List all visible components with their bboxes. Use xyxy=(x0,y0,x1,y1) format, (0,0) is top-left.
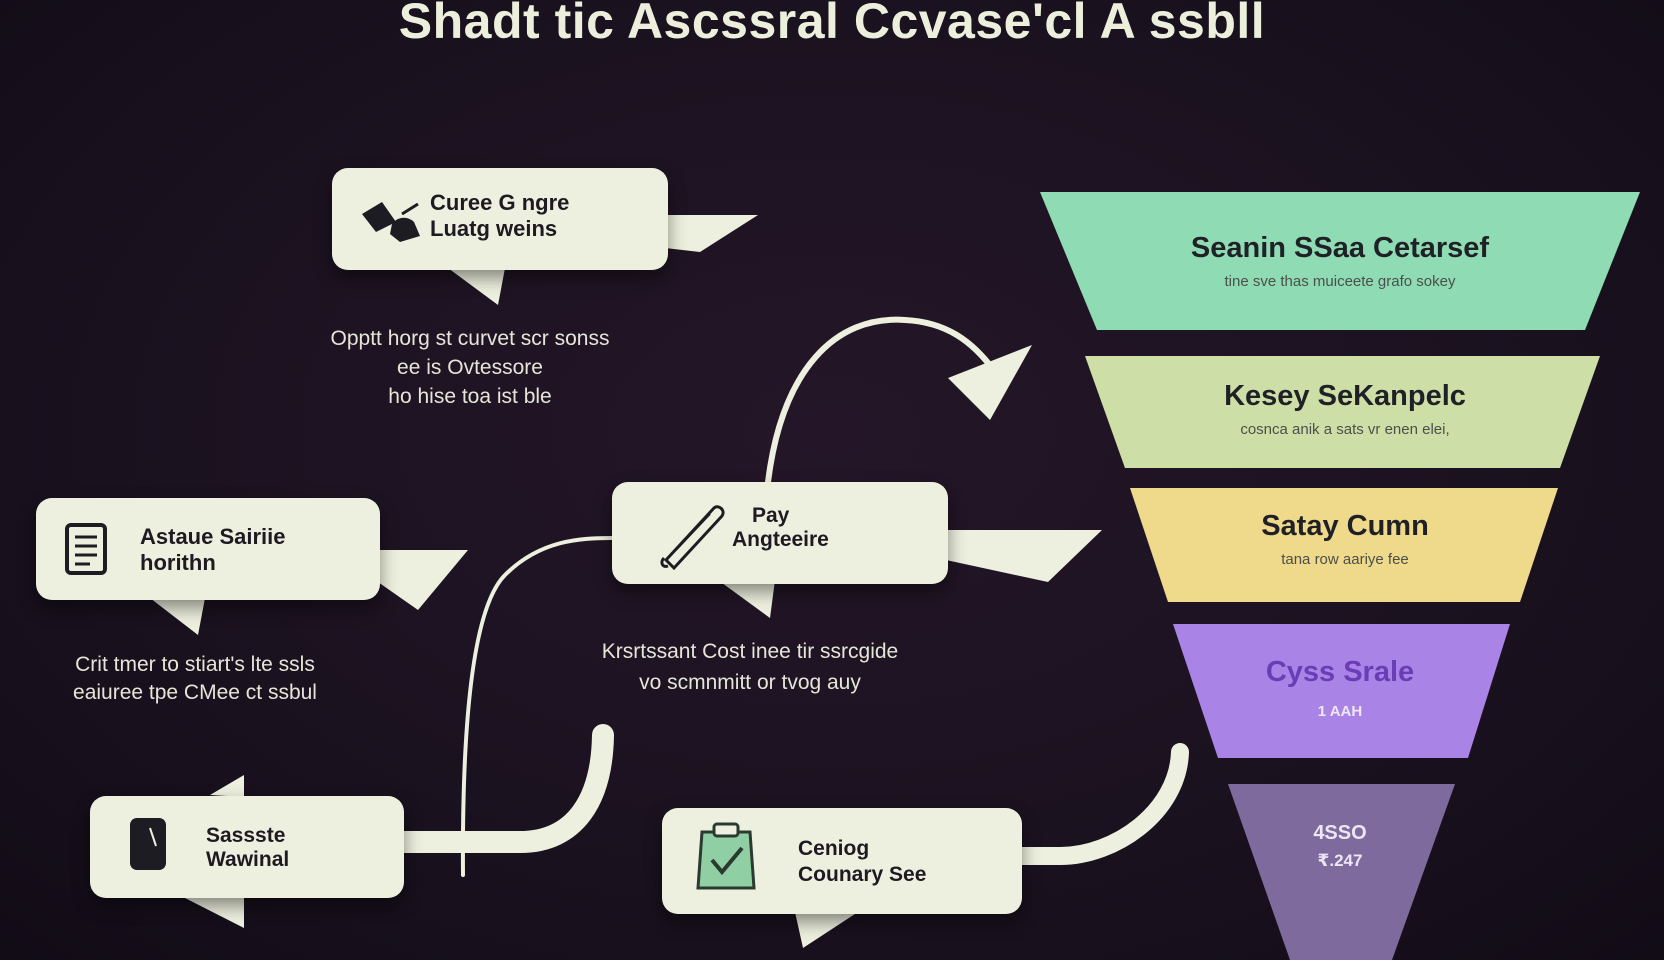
connector-line xyxy=(460,536,614,877)
funnel-layer-5: 4SSO ₹.247 xyxy=(1313,822,1367,870)
card-top[interactable]: Curee G ngre Luatg weins xyxy=(332,168,668,270)
card-bottom-left[interactable]: Sassste Wawinal xyxy=(90,796,404,898)
card-bottom-middle[interactable]: Ceniog Counary See xyxy=(662,808,1022,914)
card-tail xyxy=(795,912,858,948)
funnel-layer-2: Kesey SeKanpelc cosnca anik a sats vr en… xyxy=(1224,380,1466,438)
callout-arrow xyxy=(665,215,758,252)
funnel-layer-5-shape xyxy=(1228,784,1455,960)
clipboard-check-icon xyxy=(696,822,756,890)
card-left[interactable]: Astaue Sairiie horithn xyxy=(36,498,380,600)
callout-arrow xyxy=(946,530,1102,582)
card-label: Curee G ngre Luatg weins xyxy=(430,190,570,241)
funnel-layer-3-shape xyxy=(1130,488,1558,602)
card-tail xyxy=(448,268,505,305)
smartphone-icon xyxy=(130,818,166,870)
page-title: Shadt tic Ascssral Ccvase'cl A ssbll xyxy=(398,0,1266,49)
card-tail xyxy=(718,580,775,618)
card-tail xyxy=(150,598,205,635)
document-icon xyxy=(65,523,107,575)
card-middle[interactable]: Pay Angteeire xyxy=(612,482,948,584)
funnel-layer-3: Satay Cumn tana row aariye fee xyxy=(1261,510,1429,568)
funnel-layer-1: Seanin SSaa Cetarsef tine sve thas muice… xyxy=(1190,232,1490,290)
caption-top: Opptt horg st curvet scr sonss ee is Ovt… xyxy=(330,327,610,408)
card-tail xyxy=(210,775,244,797)
funnel-layer-2-shape xyxy=(1085,356,1600,468)
callout-arrow xyxy=(378,550,468,610)
caption-middle: Krsrtssant Cost inee tir ssrcgide vo scm… xyxy=(601,640,899,694)
card-label: Astaue Sairiie horithn xyxy=(140,524,286,575)
hand-pen-icon xyxy=(362,202,420,242)
connector-band xyxy=(1011,743,1189,865)
caption-left: Crit tmer to stiart's lte ssls eaiuree t… xyxy=(73,653,317,704)
card-label: Sassste Wawinal xyxy=(206,824,290,871)
funnel-layer-1-shape xyxy=(1040,192,1640,330)
curved-arrow xyxy=(765,316,998,485)
connector-band xyxy=(394,724,614,853)
card-tail xyxy=(185,898,244,928)
pen-icon xyxy=(660,505,725,571)
funnel-layer-4: Cyss Srale 1 AAH xyxy=(1265,656,1415,720)
funnel-shapes xyxy=(1040,192,1640,960)
funnel-layer-4-shape xyxy=(1173,624,1510,758)
arrowhead xyxy=(948,345,1032,420)
card-label: Ceniog Counary See xyxy=(798,837,927,886)
card-label: Pay Angteeire xyxy=(732,504,829,551)
